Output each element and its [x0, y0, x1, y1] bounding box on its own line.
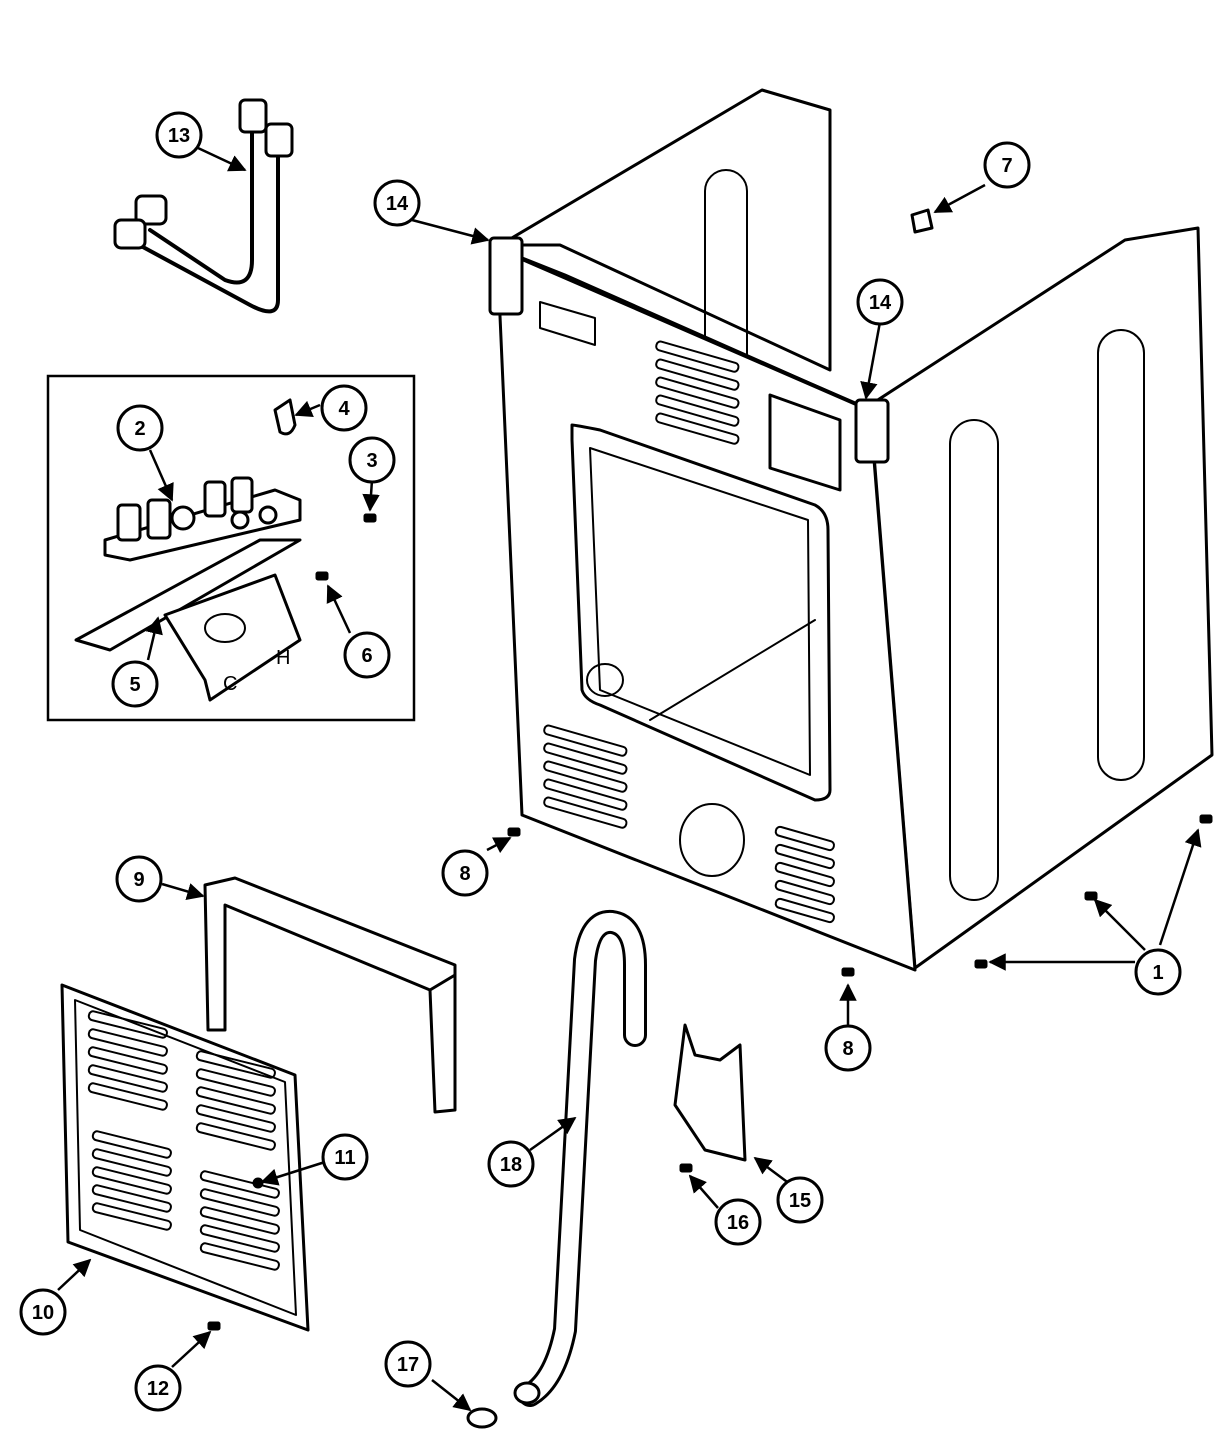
callout-8-bottom: 8: [824, 1024, 872, 1072]
callout-label: 7: [1001, 155, 1012, 177]
hot-mark: H: [276, 647, 290, 669]
callout-label: 14: [386, 193, 409, 215]
cabinet: [488, 88, 1214, 972]
drain-hose: [513, 910, 647, 1407]
hinge-bracket-left: [488, 236, 524, 316]
screw-11: [252, 1177, 264, 1189]
cabinet-right-side: [868, 226, 1214, 970]
callout-label: 2: [134, 418, 145, 440]
callout-label: 3: [366, 450, 377, 472]
cabinet-door-opening: [570, 423, 832, 802]
callout-5: 5: [111, 660, 159, 708]
screw-1-a: [974, 959, 988, 969]
callout-6: 6: [343, 631, 391, 679]
callout-11: 11: [321, 1133, 369, 1181]
cabinet-access-opening: [768, 393, 842, 492]
callout-label: 1: [1152, 962, 1163, 984]
screw-8-bottom: [841, 967, 855, 977]
callout-label: 17: [397, 1354, 419, 1376]
right-side-slot-2: [949, 419, 999, 901]
screw-1-b: [1084, 891, 1098, 901]
hose-clamp-part: [273, 398, 297, 436]
callout-18: 18: [487, 1140, 535, 1188]
leader-lines: [57, 146, 1202, 1412]
callout-label: 16: [727, 1212, 749, 1234]
callout-14-left: 14: [373, 179, 421, 227]
callout-17: 17: [384, 1340, 432, 1388]
callout-1: 1: [1134, 948, 1182, 996]
callout-2: 2: [116, 404, 164, 452]
screw-6: [315, 571, 329, 581]
callout-label: 5: [129, 674, 140, 696]
callout-label: 12: [147, 1378, 169, 1400]
screw-12: [207, 1321, 221, 1331]
screw-3: [363, 513, 377, 523]
callout-label: 6: [361, 645, 372, 667]
screw-1-c: [1199, 814, 1213, 824]
front-louvers-lower-right: [774, 825, 835, 924]
hose-guide: [673, 1023, 747, 1162]
callout-16: 16: [714, 1198, 762, 1246]
drain-hose-clamp: [466, 1407, 498, 1429]
callout-label: 18: [500, 1154, 522, 1176]
callout-label: 4: [338, 398, 350, 420]
callout-13: 13: [155, 111, 203, 159]
callout-label: 11: [334, 1147, 355, 1169]
support-bar: [203, 876, 457, 1114]
screw-8-front: [507, 827, 521, 837]
callout-15: 15: [776, 1176, 824, 1224]
hinge-bracket-right: [854, 398, 890, 464]
plug-part: [910, 208, 934, 234]
callout-4: 4: [320, 384, 368, 432]
callout-label: 10: [32, 1302, 54, 1324]
front-louvers-lower-left: [543, 724, 628, 829]
screw-16: [679, 1163, 693, 1173]
callout-label: 8: [459, 863, 470, 885]
panel-louvers: [87, 1010, 280, 1271]
callout-7: 7: [983, 141, 1031, 189]
callout-label: 15: [789, 1190, 811, 1212]
callout-label: 8: [842, 1038, 853, 1060]
callout-label: 14: [869, 292, 892, 314]
cabinet-drain-hole: [679, 803, 745, 877]
callout-9: 9: [115, 855, 163, 903]
callout-3: 3: [348, 436, 396, 484]
cabinet-label-plate: [539, 301, 596, 346]
water-hoses: [113, 98, 294, 314]
callout-10: 10: [19, 1288, 67, 1336]
front-louvers-upper: [655, 340, 740, 445]
callout-12: 12: [134, 1364, 182, 1412]
inlet-valve-inset-box: [46, 374, 416, 722]
lower-front-panel: [60, 983, 310, 1332]
right-side-slot-1: [1097, 329, 1145, 781]
valve-bracket: C H: [74, 538, 302, 702]
callout-14-right: 14: [856, 278, 904, 326]
callout-8-front: 8: [441, 849, 489, 897]
callout-label: 13: [168, 125, 190, 147]
callout-label: 9: [133, 869, 144, 891]
cold-mark: C: [223, 673, 237, 695]
